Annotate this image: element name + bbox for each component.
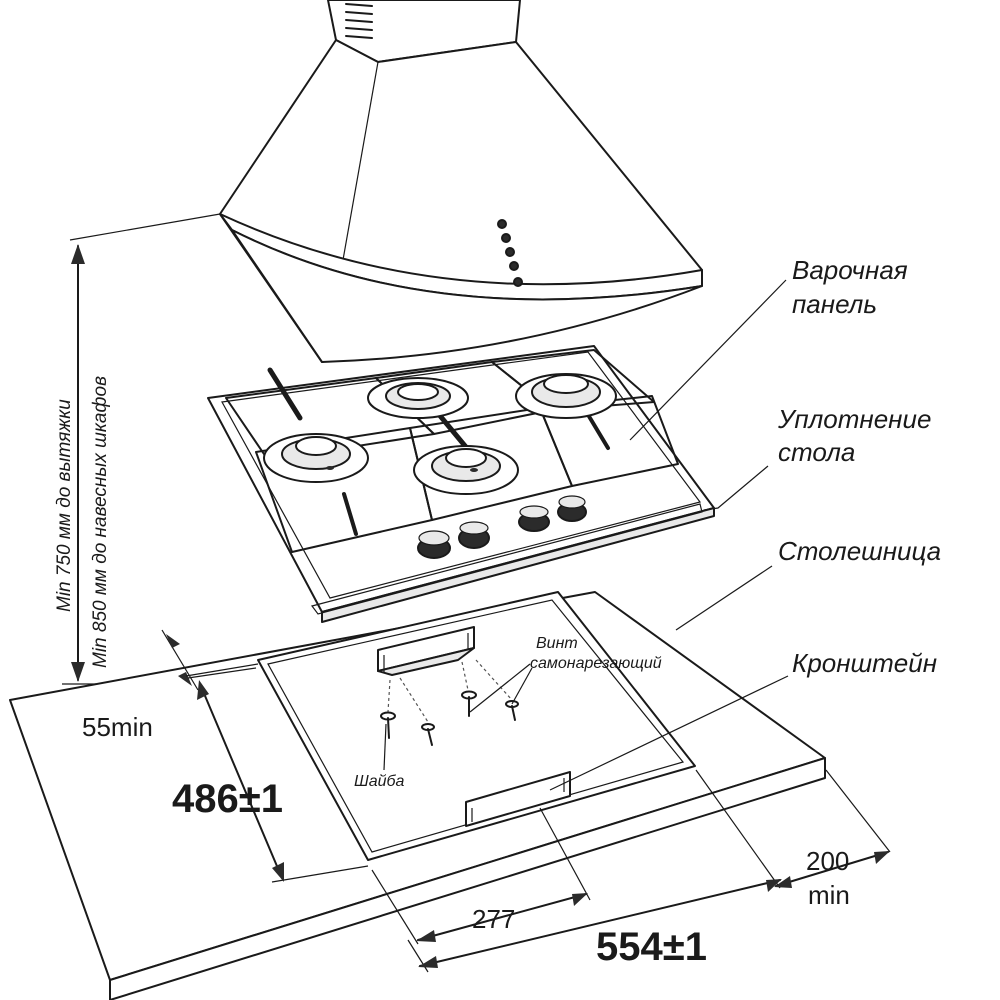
cooktop [207,345,715,623]
screw-label-line1: Винт [536,635,578,652]
burner-rear-right [515,373,617,419]
width-label: 554±1 [596,925,707,969]
bracket-back [377,626,475,676]
cooktop-label-line2: панель [792,289,877,319]
vent-slots [345,3,373,39]
height-dimension: Min 750 мм до вытяжки Min 850 мм до наве… [54,213,221,685]
screw-icon [421,723,435,746]
burner-rear-left [367,377,469,419]
washer-icon [461,690,477,717]
seal-label-line2: стола [778,437,855,467]
side-margin-dimension: 200 min [774,769,891,910]
countertop-cutout [257,591,696,861]
bracket-label: Кронштейн [792,648,937,678]
countertop-front-edge [109,757,826,1000]
cabinet-height-label: Min 850 мм до навесных шкафов [90,376,111,668]
depth-label: 486±1 [172,777,283,821]
screws [380,659,519,746]
cooktop-label-line1: Варочная [792,255,908,285]
seal-label-line1: Уплотнение [777,404,931,434]
side-margin-label-1: 200 [806,846,849,876]
bracket-offset-dimension: 277 [371,807,591,945]
depth-dimension: 486±1 [172,667,369,883]
hood-height-label: Min 750 мм до вытяжки [54,399,75,612]
control-knobs [417,495,587,559]
side-margin-label-2: min [808,880,850,910]
countertop-label: Столешница [778,536,941,566]
front-margin-label: 55min [82,712,153,742]
width-dimension: 554±1 [407,769,782,973]
range-hood [219,0,703,363]
screw-label-line2: самонарезающий [530,655,662,672]
burner-front-left [263,433,369,483]
front-margin-dimension: 55min [82,629,259,742]
callout-leaders [383,279,789,791]
washer-label: Шайба [354,773,405,790]
bracket-front [465,771,571,827]
knob-icon [518,505,550,532]
washer-icon [380,711,396,739]
knob-icon [417,530,451,559]
hood-buttons [497,219,523,287]
bracket-offset-label: 277 [472,904,515,934]
burner-front-right [413,445,519,495]
cutout-outline [257,591,696,861]
knob-icon [557,495,587,522]
knob-icon [458,521,490,549]
callout-labels: Варочная панель Уплотнение стола Столешн… [354,255,941,790]
